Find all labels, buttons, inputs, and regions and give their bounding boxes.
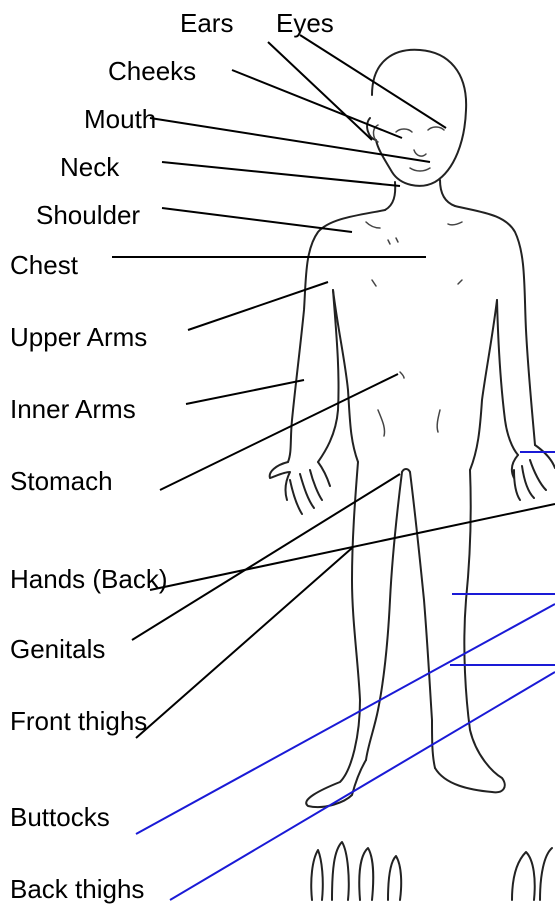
label-hands-back: Hands (Back) [10, 564, 168, 594]
label-buttocks: Buttocks [10, 802, 110, 832]
leader-lines [112, 35, 555, 900]
leader-mouth [150, 118, 430, 162]
label-mouth: Mouth [84, 104, 156, 134]
label-shoulder: Shoulder [36, 200, 140, 230]
label-ears: Ears [180, 8, 233, 38]
leader-genitals [132, 474, 400, 640]
label-inner-arms: Inner Arms [10, 394, 136, 424]
leader-upper-arms [188, 282, 328, 330]
leader-neck [162, 162, 400, 186]
label-cheeks: Cheeks [108, 56, 196, 86]
label-neck: Neck [60, 152, 120, 182]
leader-eyes [300, 35, 446, 128]
label-eyes: Eyes [276, 8, 334, 38]
label-upper-arms: Upper Arms [10, 322, 147, 352]
leader-front-thighs [136, 548, 352, 738]
leader-stomach [160, 374, 398, 490]
label-chest: Chest [10, 250, 79, 280]
leader-cheeks [232, 70, 402, 138]
leader-shoulder [162, 208, 352, 232]
labels: Ears Eyes Cheeks Mouth Neck Shoulder Che… [10, 8, 334, 904]
label-genitals: Genitals [10, 634, 105, 664]
bottom-partial-figures [311, 842, 552, 900]
leader-back-thighs [170, 672, 555, 900]
human-body-figure [270, 50, 555, 807]
leader-inner-arms [186, 380, 304, 404]
label-stomach: Stomach [10, 466, 113, 496]
label-front-thighs: Front thighs [10, 706, 147, 736]
label-back-thighs: Back thighs [10, 874, 144, 904]
